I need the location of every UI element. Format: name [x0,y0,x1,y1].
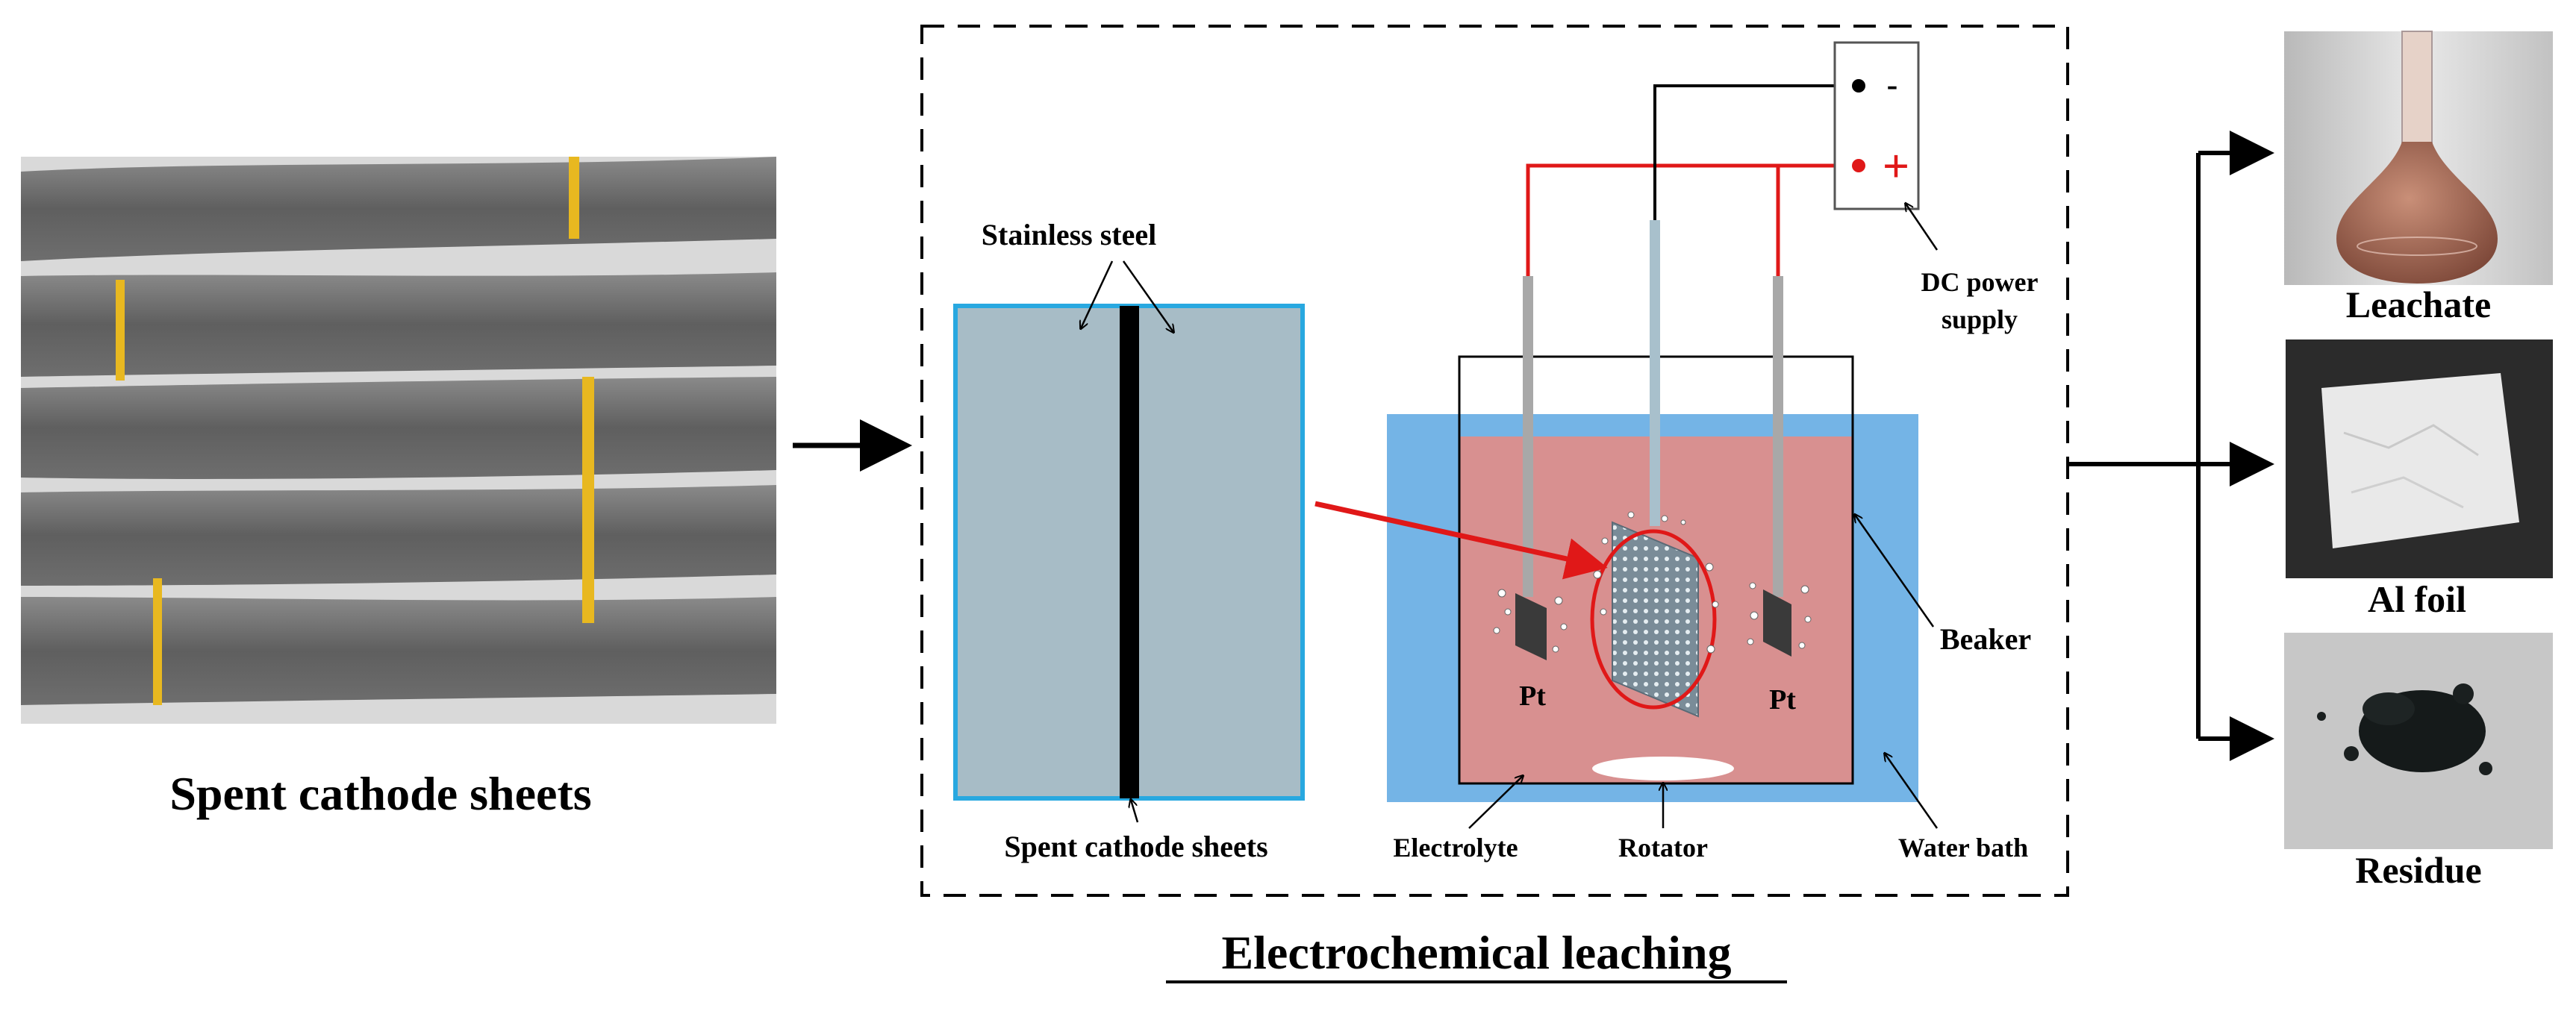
leachate-label: Leachate [2346,284,2491,325]
water-bath-label: Water bath [1898,833,2028,863]
pt-electrode-left [1515,593,1547,660]
left-caption: Spent cathode sheets [169,767,591,820]
red-wire-left [1526,163,1859,276]
spent-cathode-arrow [1131,800,1139,823]
positive-terminal [1852,159,1865,172]
dc-power-label-line1: DC power [1921,267,2039,297]
black-wire [1653,84,1859,220]
water-bath-arrow [1885,754,1939,829]
highlight-circle [1590,529,1717,710]
photo-leachate-flask [2284,31,2553,285]
process-frame [920,25,2069,897]
plus-sign: + [1883,140,1909,193]
pt-label-right: Pt [1769,684,1796,716]
electrolyte-label: Electrolyte [1393,833,1518,863]
spent-cathode-label: Spent cathode sheets [1004,830,1267,863]
dc-power-label-line2: supply [1942,304,2018,334]
sample-panel [953,304,1305,801]
negative-terminal [1852,79,1865,93]
stainless-steel-arrow-right [1122,260,1173,332]
gas-bubbles [1493,511,1812,654]
pt-electrode-rod-left [1523,276,1533,597]
residue-label: Residue [2355,849,2481,891]
photo-black-residue [2284,633,2553,849]
electrolyte-arrow [1468,776,1523,829]
rotator-label: Rotator [1618,833,1708,863]
dc-power-supply-box [1833,41,1920,210]
beaker-label: Beaker [1940,622,2031,656]
al-foil-label: Al foil [2368,578,2466,620]
beaker-arrow [1855,515,1935,628]
pt-label-left: Pt [1519,680,1546,712]
photo-spent-cathode-sheets [21,157,776,724]
process-title: Electrochemical leaching [1221,926,1731,979]
center-rod [1650,220,1660,526]
pt-electrode-right [1763,589,1791,657]
minus-sign: - [1887,66,1898,103]
cathode-sample-in-beaker [1612,521,1699,718]
red-pointer-arrow [1314,501,1608,580]
rotator [1592,757,1734,780]
pt-electrode-rod-right [1773,276,1783,597]
stainless-steel-label: Stainless steel [982,218,1156,251]
photo-al-foil [2286,339,2553,578]
stainless-steel-arrow-left [1081,260,1114,328]
output-branches [2068,131,2274,761]
dc-power-arrow [1906,204,1939,251]
